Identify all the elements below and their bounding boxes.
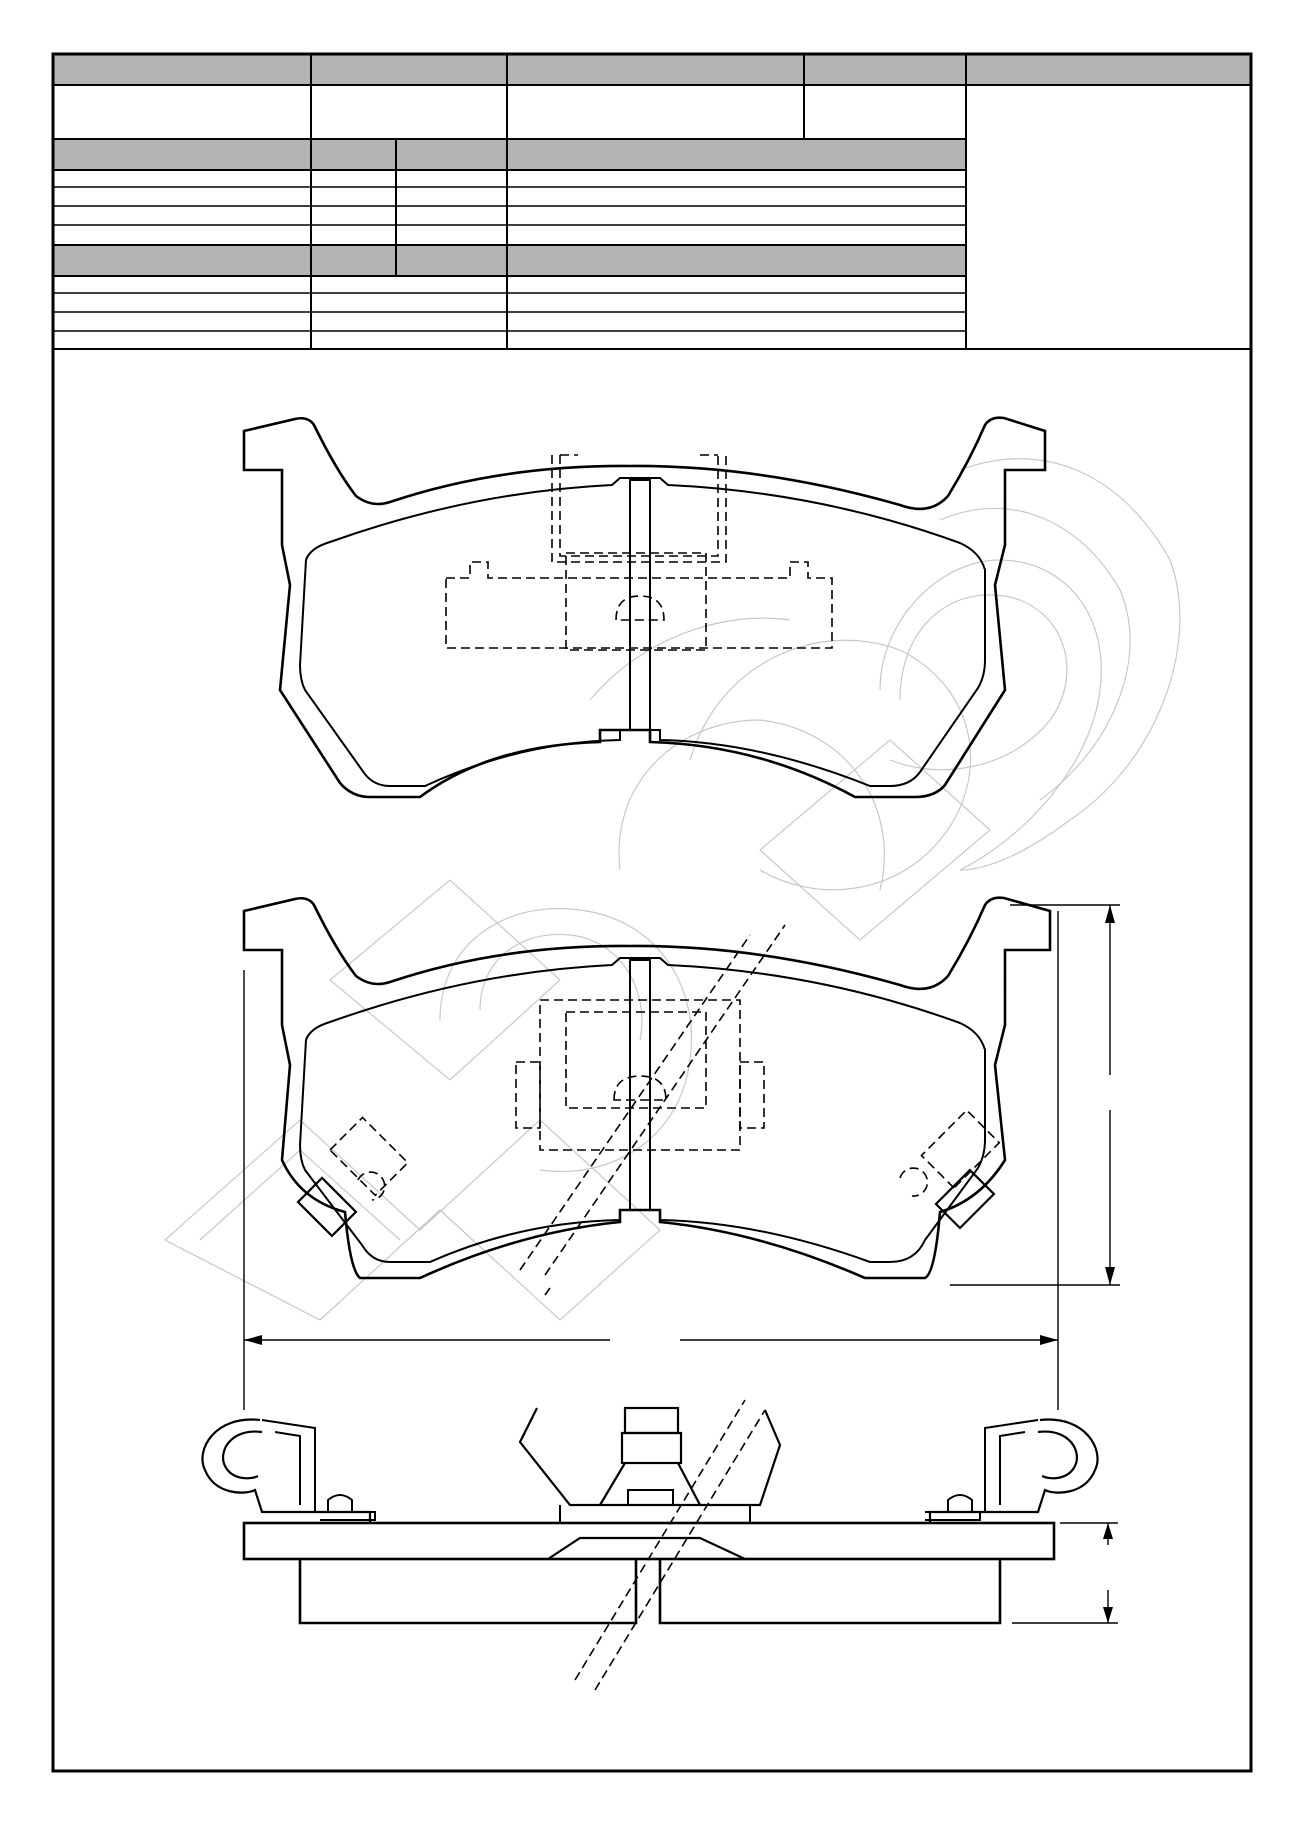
table-header-row (53, 54, 1251, 85)
top-backing-plate (242, 416, 1047, 799)
group-1-rows (53, 186, 966, 226)
width-dimension (243, 911, 1059, 1410)
side-backing-plate (242, 1521, 1056, 1561)
left-spring-clip (201, 1418, 376, 1523)
spec-table (53, 54, 1251, 350)
top-center-slot (629, 479, 651, 731)
group-2-rows (53, 292, 966, 332)
side-friction-material (298, 1559, 1002, 1625)
front-friction-pad (298, 957, 986, 1263)
dimension-lines (243, 904, 1120, 1624)
height-dimension (950, 904, 1120, 1286)
product-image-panel (930, 85, 1251, 349)
right-wear-clip (899, 1109, 1001, 1230)
sheet-frame (51, 52, 1253, 1773)
front-view (242, 896, 1052, 1296)
front-center-slot (629, 959, 651, 1211)
group-2-header-row (53, 245, 966, 276)
left-wear-clip (296, 1116, 409, 1238)
top-friction-pad (298, 477, 986, 787)
top-view (242, 416, 1047, 799)
front-backing-plate (242, 896, 1052, 1280)
right-spring-clip (925, 1418, 1099, 1523)
thickness-dimension (1012, 1522, 1118, 1624)
side-view (201, 1399, 1099, 1691)
logo-watermark (163, 458, 1181, 1321)
group-1-header-row (53, 139, 966, 170)
